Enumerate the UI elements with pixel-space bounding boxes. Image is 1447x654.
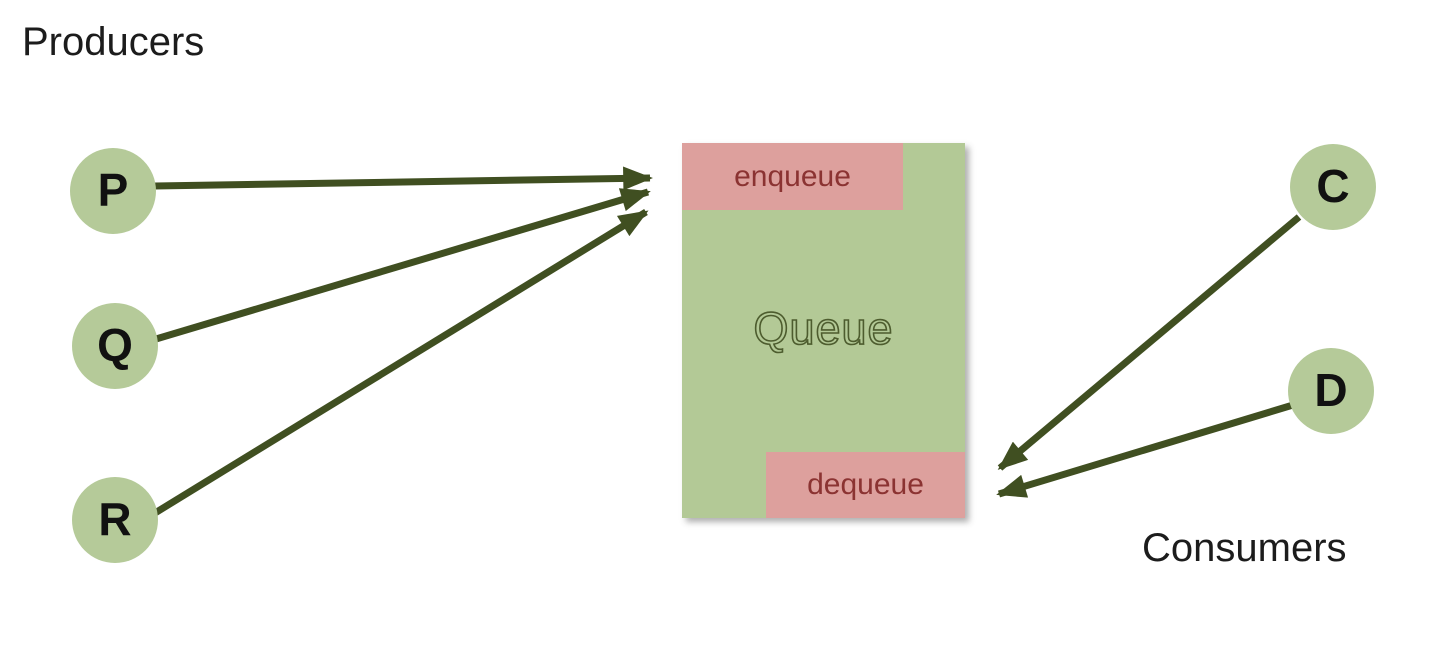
enqueue-port: enqueue [682, 143, 903, 210]
consumer-node-d: D [1288, 348, 1374, 434]
producer-node-r: R [72, 477, 158, 563]
producer-node-q: Q [72, 303, 158, 389]
producer-node-q-label: Q [97, 319, 133, 371]
consumers-label: Consumers [1142, 526, 1347, 570]
consumer-node-c-label: C [1316, 160, 1350, 212]
arrow-p-to-enqueue [154, 166, 653, 191]
producer-node-r-label: R [98, 493, 132, 545]
consumer-node-d-label: D [1314, 364, 1348, 416]
producer-node-p: P [70, 148, 156, 234]
arrow-c-to-dequeue-upper [153, 209, 649, 516]
arrow-r-to-enqueue [997, 214, 1302, 471]
queue-box: enqueue Queue dequeue [682, 143, 965, 518]
consumer-node-c: C [1290, 144, 1376, 230]
producers-label: Producers [22, 20, 205, 64]
queue-title: Queue [753, 302, 894, 355]
arrow-d-to-dequeue [996, 401, 1295, 498]
dequeue-port: dequeue [766, 452, 965, 518]
producer-node-p-label: P [97, 164, 129, 216]
arrow-q-to-enqueue [154, 188, 651, 343]
